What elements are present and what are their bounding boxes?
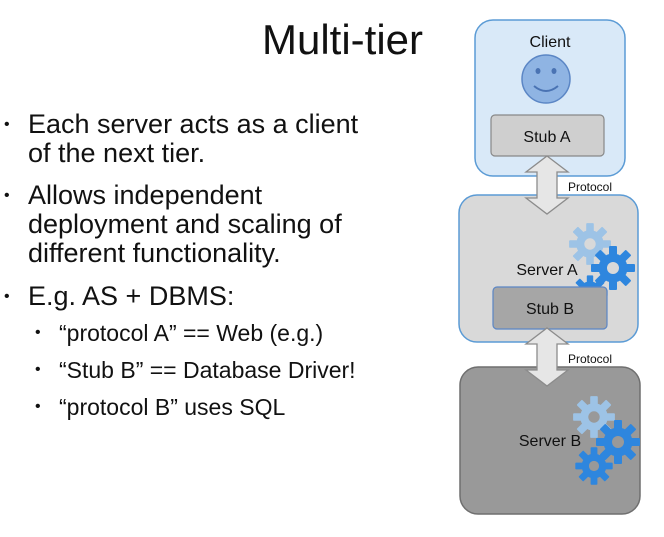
client-face-icon — [521, 54, 571, 104]
gear-blue-icon — [575, 447, 613, 485]
bullet-dot: • — [35, 361, 41, 378]
gear-blue-icon — [596, 420, 640, 464]
slide-title: Multi-tier — [262, 16, 424, 63]
bullet-text: Each server acts as a client — [28, 109, 359, 139]
face-eye — [535, 68, 541, 74]
gear-light-icon — [569, 223, 611, 265]
client-label: Client — [530, 34, 571, 51]
gear-blue-icon — [591, 246, 635, 290]
bullet-dot: • — [4, 288, 10, 305]
stub-b-label: Stub B — [526, 301, 574, 318]
gear-light-icon — [573, 396, 615, 438]
sub-bullet-item: • “protocol A” == Web (e.g.) — [35, 320, 324, 346]
bullet-item: • Each server acts as a client of the ne… — [4, 109, 359, 168]
bullet-dot: • — [35, 398, 41, 415]
bullet-dot: • — [35, 324, 41, 341]
protocol-arrow-1 — [524, 155, 570, 215]
bullet-text: of the next tier. — [28, 138, 206, 168]
bullet-dot: • — [4, 116, 10, 133]
sub-bullet-item: • “protocol B” uses SQL — [35, 394, 286, 420]
server-a-gears-icon — [569, 223, 635, 311]
face-smile — [533, 85, 559, 92]
protocol-label-1: Protocol — [568, 180, 612, 194]
bullet-text: different functionality. — [28, 238, 281, 268]
face-circle — [521, 54, 571, 104]
bullet-list: • Each server acts as a client of the ne… — [4, 109, 359, 421]
protocol-arrow-2 — [524, 327, 570, 387]
bullet-text: Allows independent — [28, 180, 263, 210]
bullet-text: deployment and scaling of — [28, 209, 342, 239]
server-b-gears-icon — [573, 396, 640, 485]
bullet-dot: • — [4, 187, 10, 204]
server-a-label: Server A — [516, 262, 578, 279]
sub-bullet-text: “protocol B” uses SQL — [59, 394, 286, 420]
stub-a-label: Stub A — [523, 129, 570, 146]
sub-bullet-item: • “Stub B” == Database Driver! — [35, 357, 356, 383]
bullet-item: • Allows independent deployment and scal… — [4, 180, 342, 268]
stub-b-box — [492, 286, 608, 330]
protocol-label-2: Protocol — [568, 352, 612, 366]
server-b-label: Server B — [519, 433, 581, 450]
sub-bullet-text: “protocol A” == Web (e.g.) — [59, 320, 324, 346]
bullet-item: • E.g. AS + DBMS: — [4, 281, 235, 311]
sub-bullet-text: “Stub B” == Database Driver! — [59, 357, 356, 383]
face-eye — [551, 68, 557, 74]
bullet-text: E.g. AS + DBMS: — [28, 281, 235, 311]
